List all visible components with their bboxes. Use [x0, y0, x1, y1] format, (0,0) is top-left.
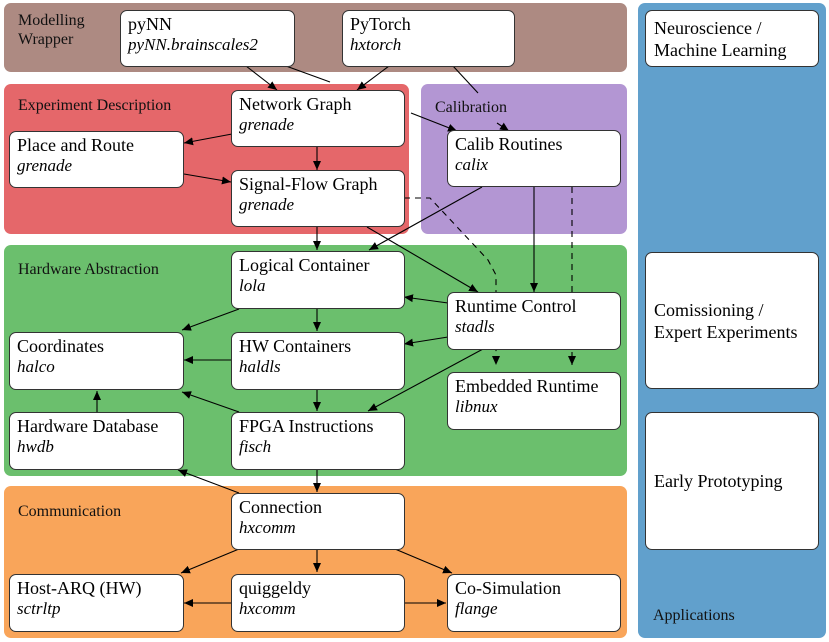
node-host-arq: Host-ARQ (HW) sctrltp [9, 574, 184, 632]
node-lib: flange [455, 599, 498, 618]
app-early-prototyping: Early Prototyping [645, 412, 819, 550]
node-title: Runtime Control [455, 296, 577, 316]
node-title: Place and Route [17, 135, 134, 155]
label-experiment-description: Experiment Description [18, 97, 172, 114]
node-lib: hxtorch [350, 35, 402, 54]
node-lib: hwdb [17, 437, 54, 456]
node-lib: sctrltp [17, 599, 61, 618]
node-quiggeldy: quiggeldy hxcomm [231, 574, 405, 632]
node-embedded-runtime: Embedded Runtime libnux [447, 372, 621, 430]
node-lib: fisch [239, 437, 272, 456]
label-hardware-abstraction: Hardware Abstraction [18, 261, 159, 278]
node-title: FPGA Instructions [239, 416, 374, 436]
node-coordinates: Coordinates halco [9, 332, 184, 390]
node-co-simulation: Co-Simulation flange [447, 574, 621, 632]
app-label: Comissioning / Expert Experiments [654, 299, 798, 342]
node-title: Logical Container [239, 255, 370, 275]
node-lib: libnux [455, 397, 498, 416]
node-lib: calix [455, 155, 489, 174]
app-commissioning: Comissioning / Expert Experiments [645, 252, 819, 389]
node-lib: stadls [455, 317, 495, 336]
node-place-and-route: Place and Route grenade [9, 131, 184, 188]
node-fpga-instructions: FPGA Instructions fisch [231, 412, 405, 470]
node-pytorch: PyTorch hxtorch [342, 10, 515, 67]
node-title: Hardware Database [17, 416, 159, 436]
label-modelling-wrapper: Modelling Wrapper [18, 12, 85, 48]
node-lib: hxcomm [239, 518, 296, 537]
app-label: Early Prototyping [654, 471, 783, 491]
node-runtime-control: Runtime Control stadls [447, 292, 621, 350]
app-neuroscience-ml: Neuroscience / Machine Learning [645, 10, 819, 67]
node-title: Network Graph [239, 94, 352, 114]
node-connection: Connection hxcomm [231, 493, 405, 550]
node-title: pyNN [128, 14, 172, 34]
node-title: quiggeldy [239, 578, 311, 598]
label-calibration: Calibration [435, 99, 507, 116]
node-title: Signal-Flow Graph [239, 174, 378, 194]
node-lib: hxcomm [239, 599, 296, 618]
node-lib: lola [239, 276, 266, 295]
node-title: Connection [239, 497, 322, 517]
node-lib: grenade [17, 156, 73, 175]
node-lib: halco [17, 357, 55, 376]
app-label: Neuroscience / Machine Learning [654, 18, 787, 60]
node-lib: grenade [239, 115, 295, 134]
node-title: Coordinates [17, 336, 104, 356]
node-hardware-database: Hardware Database hwdb [9, 412, 184, 470]
node-title: HW Containers [239, 336, 352, 356]
node-title: Co-Simulation [455, 578, 562, 598]
panel-modelling-wrapper [4, 3, 627, 72]
node-lib: haldls [239, 357, 281, 376]
node-network-graph: Network Graph grenade [231, 90, 405, 147]
node-title: PyTorch [350, 14, 411, 34]
node-logical-container: Logical Container lola [231, 251, 405, 309]
label-communication: Communication [18, 503, 122, 520]
node-title: Calib Routines [455, 134, 563, 154]
node-title: Host-ARQ (HW) [17, 578, 142, 598]
node-pynn: pyNN pyNN.brainscales2 [120, 10, 295, 67]
node-lib: grenade [239, 195, 295, 214]
node-hw-containers: HW Containers haldls [231, 332, 405, 390]
label-applications: Applications [653, 607, 735, 624]
node-lib: pyNN.brainscales2 [128, 35, 258, 54]
node-signal-flow-graph: Signal-Flow Graph grenade [231, 170, 405, 227]
node-title: Embedded Runtime [455, 376, 599, 396]
node-calib-routines: Calib Routines calix [447, 130, 621, 187]
